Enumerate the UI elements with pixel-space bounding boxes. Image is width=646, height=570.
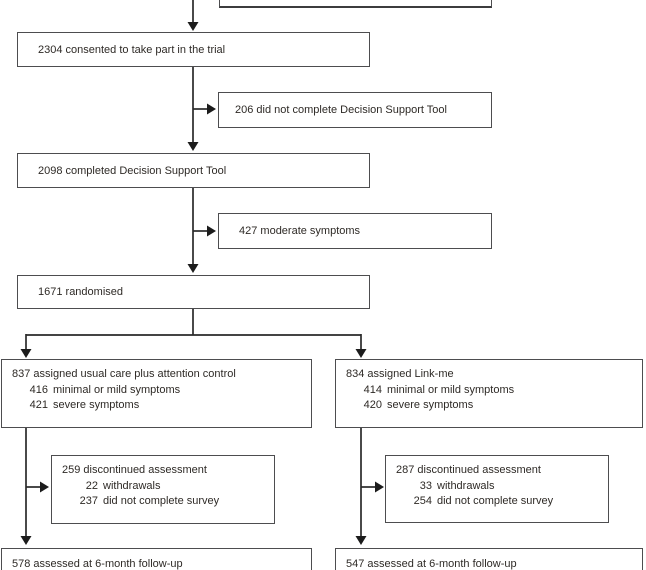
linkme-followup-box: 547 assessed at 6-month follow-up: [335, 548, 643, 570]
control-followup-box: 578 assessed at 6-month follow-up: [1, 548, 312, 570]
control-discontinued-total: 259 discontinued assessment: [62, 464, 207, 476]
completed-dst-text: 2098 completed Decision Support Tool: [38, 164, 227, 177]
randomised-text: 1671 randomised: [38, 286, 124, 298]
not-completed-dst-box: 206 did not complete Decision Support To…: [218, 92, 492, 128]
control-followup-text: 578 assessed at 6-month follow-up: [12, 557, 183, 570]
moderate-symptoms-text: 427 moderate symptoms: [239, 225, 361, 237]
consented-text: 2304 consented to take part in the trial: [38, 43, 226, 56]
consented-box: 2304 consented to take part in the trial: [17, 32, 370, 67]
control-arm-assigned: 837 assigned usual care plus attention c…: [12, 368, 236, 380]
connector-completed-to-randomised: [187, 188, 216, 273]
connector-consented-to-completed: [187, 67, 216, 151]
connector-linkme-to-followup: [355, 428, 384, 545]
connector-control-to-followup: [20, 428, 49, 545]
not-completed-dst-text: 206 did not complete Decision Support To…: [235, 104, 447, 116]
moderate-symptoms-box: 427 moderate symptoms: [218, 213, 492, 249]
control-arm-box: 837 assigned usual care plus attention c…: [1, 359, 312, 428]
connector-randomisation-split: [20, 309, 367, 358]
completed-dst-box: 2098 completed Decision Support Tool: [17, 153, 370, 188]
linkme-followup-text: 547 assessed at 6-month follow-up: [346, 557, 517, 570]
connector-top-to-consented: [187, 0, 199, 31]
randomised-box: 1671 randomised: [17, 275, 370, 309]
clipped-top-box: [219, 0, 492, 8]
linkme-discontinued-total: 287 discontinued assessment: [396, 464, 541, 476]
linkme-arm-assigned: 834 assigned Link-me: [346, 368, 454, 380]
